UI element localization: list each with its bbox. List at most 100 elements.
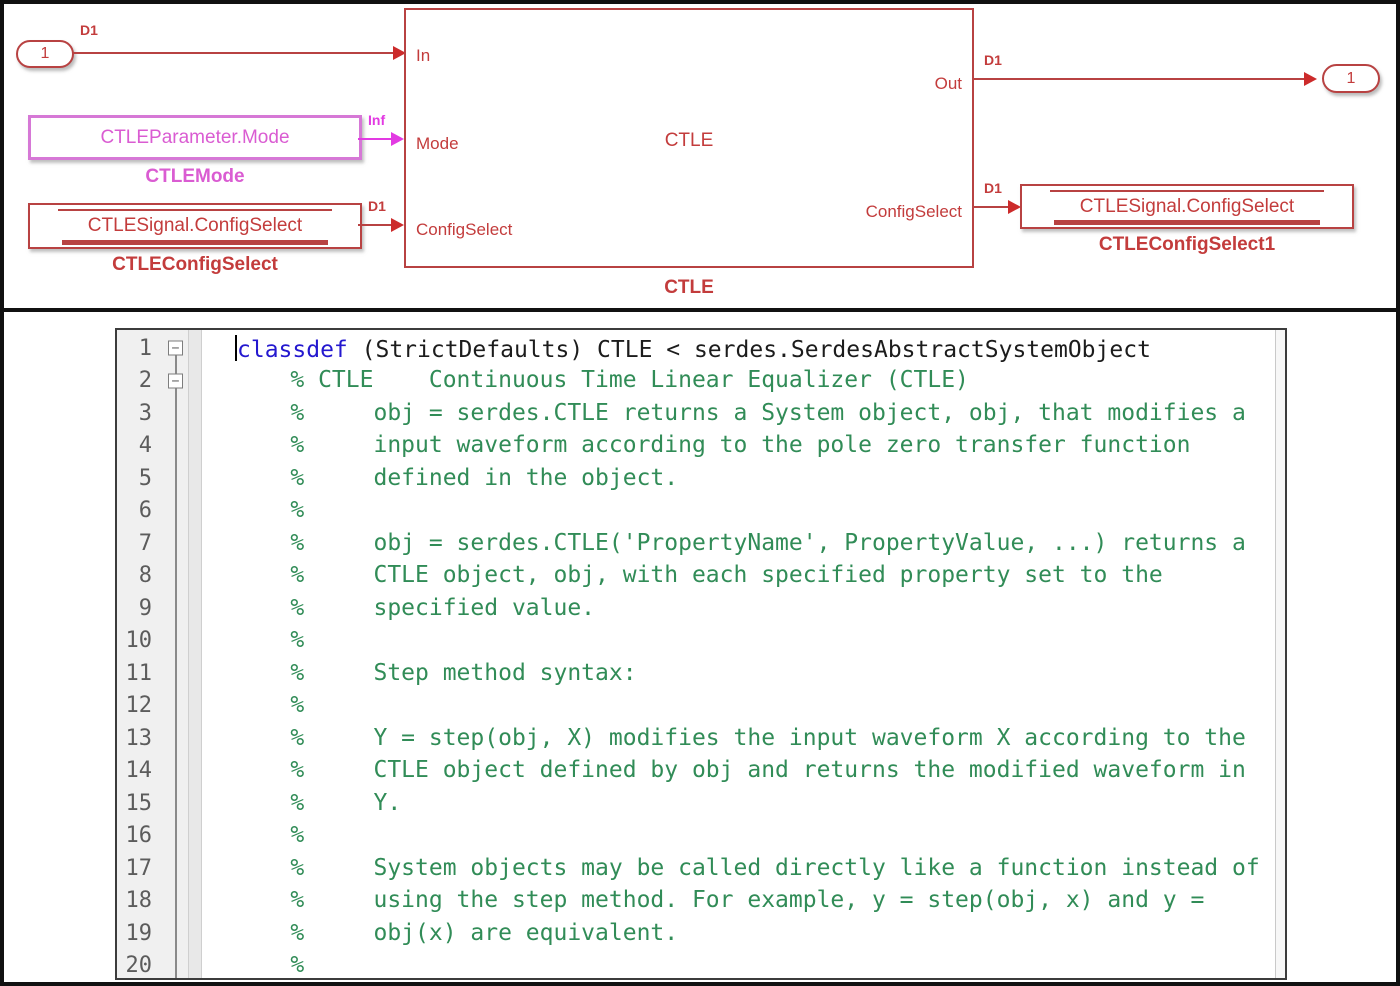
code-text: % Step method syntax: [235, 659, 637, 686]
fold-column [162, 820, 202, 853]
signal-label-config-in: D1 [368, 198, 386, 214]
fold-column [162, 657, 202, 690]
code-line[interactable]: 7 % obj = serdes.CTLE('PropertyName', Pr… [117, 527, 1275, 560]
code-line[interactable]: 17 % System objects may be called direct… [117, 852, 1275, 885]
editor-scrollbar[interactable] [1275, 330, 1285, 978]
line-number: 15 [125, 790, 153, 816]
ctle-config-select1-block[interactable]: CTLESignal.ConfigSelect [1020, 184, 1354, 229]
fold-column [162, 885, 202, 918]
port-label-out: Out [934, 74, 962, 93]
arrowhead-config-in-icon [391, 218, 404, 232]
ctle-parameter-mode-block[interactable]: CTLEParameter.Mode [28, 115, 362, 160]
config-select1-block-caption[interactable]: CTLEConfigSelect1 [1098, 234, 1276, 255]
signal-wire-out[interactable] [974, 78, 1310, 80]
config-select1-block-text: CTLESignal.ConfigSelect [1079, 195, 1295, 217]
signal-label-in: D1 [80, 22, 98, 38]
code-line[interactable]: 12 % [117, 690, 1275, 723]
config-select-block-caption[interactable]: CTLEConfigSelect [112, 254, 278, 275]
fold-scope-line [175, 348, 177, 978]
code-line[interactable]: 18 % using the step method. For example,… [117, 885, 1275, 918]
line-number: 12 [125, 693, 153, 719]
code-line[interactable]: 8 % CTLE object, obj, with each specifie… [117, 560, 1275, 593]
code-text: % CTLE object defined by obj and returns… [235, 757, 1246, 784]
code-text: % obj = serdes.CTLE('PropertyName', Prop… [235, 529, 1246, 556]
code-text: % [235, 952, 305, 979]
port-label-configselect-out: ConfigSelect [865, 202, 962, 221]
line-number: 13 [125, 725, 153, 751]
inport-block[interactable]: 1 [16, 40, 74, 68]
code-text: classdef (StrictDefaults) CTLE < serdes.… [235, 334, 1151, 363]
fold-column [162, 755, 202, 788]
code-body: 1− classdef (StrictDefaults) CTLE < serde… [117, 332, 1275, 979]
ctle-block-caption[interactable]: CTLE [664, 277, 714, 298]
fold-column: − [162, 332, 202, 365]
fold-column [162, 787, 202, 820]
line-number: 16 [125, 823, 153, 849]
code-line[interactable]: 20 % [117, 950, 1275, 979]
code-line[interactable]: 13 % Y = step(obj, X) modifies the input… [117, 722, 1275, 755]
code-line[interactable]: 1− classdef (StrictDefaults) CTLE < serde… [117, 332, 1275, 365]
line-number: 1 [138, 335, 152, 361]
line-number: 2 [138, 368, 152, 394]
ctle-block[interactable]: CTLE In Mode ConfigSelect Out ConfigSele… [404, 8, 974, 268]
code-line[interactable]: 6 % [117, 495, 1275, 528]
signal-label-mode: Inf [368, 112, 386, 128]
code-text: % [235, 627, 305, 654]
arrowhead-out-icon [1304, 72, 1317, 86]
matlab-editor[interactable]: 1− classdef (StrictDefaults) CTLE < serde… [115, 328, 1287, 980]
code-text: % specified value. [235, 594, 596, 621]
code-line[interactable]: 2− % CTLE Continuous Time Linear Equaliz… [117, 365, 1275, 398]
mode-block-caption[interactable]: CTLEMode [145, 166, 245, 187]
line-number: 8 [138, 563, 152, 589]
code-text: % [235, 692, 305, 719]
fold-column [162, 560, 202, 593]
code-line[interactable]: 9 % specified value. [117, 592, 1275, 625]
fold-column [162, 592, 202, 625]
outport-label: 1 [1346, 69, 1356, 87]
port-label-configselect-in: ConfigSelect [416, 220, 513, 239]
code-line[interactable]: 3 % obj = serdes.CTLE returns a System o… [117, 397, 1275, 430]
code-text: % Y. [235, 789, 402, 816]
outport-block[interactable]: 1 [1322, 64, 1380, 93]
code-line[interactable]: 4 % input waveform according to the pole… [117, 430, 1275, 463]
signal-label-out: D1 [984, 52, 1002, 68]
line-number: 7 [138, 530, 152, 556]
code-line[interactable]: 10 % [117, 625, 1275, 658]
fold-column [162, 527, 202, 560]
line-number: 20 [125, 953, 153, 979]
fold-column [162, 950, 202, 979]
code-text: % CTLE object, obj, with each specified … [235, 562, 1163, 589]
line-number: 9 [138, 595, 152, 621]
fold-collapse-icon[interactable]: − [168, 373, 183, 389]
code-line[interactable]: 11 % Step method syntax: [117, 657, 1275, 690]
fold-column [162, 462, 202, 495]
signal-wire-config-out[interactable] [974, 206, 1018, 208]
signal-wire-in[interactable] [72, 52, 400, 54]
signal-wire-mode[interactable] [358, 138, 396, 140]
fold-column [162, 495, 202, 528]
code-text: % System objects may be called directly … [235, 854, 1260, 881]
port-label-in: In [416, 46, 431, 65]
arrowhead-config-out-icon [1008, 200, 1021, 214]
code-text: % [235, 497, 305, 524]
signal-label-config-out: D1 [984, 180, 1002, 196]
fold-column [162, 430, 202, 463]
code-text: % using the step method. For example, y … [235, 887, 1205, 914]
code-text: % obj(x) are equivalent. [235, 919, 679, 946]
code-text: % CTLE Continuous Time Linear Equalizer … [235, 367, 969, 394]
signal-wire-config-in[interactable] [358, 224, 396, 226]
ctle-config-select-block[interactable]: CTLESignal.ConfigSelect [28, 203, 362, 249]
code-text: % obj = serdes.CTLE returns a System obj… [235, 399, 1246, 426]
code-line[interactable]: 5 % defined in the object. [117, 462, 1275, 495]
code-line[interactable]: 19 % obj(x) are equivalent. [117, 917, 1275, 950]
line-number: 6 [138, 498, 152, 524]
code-line[interactable]: 15 % Y. [117, 787, 1275, 820]
fold-column [162, 852, 202, 885]
line-number: 5 [138, 465, 152, 491]
code-line[interactable]: 16 % [117, 820, 1275, 853]
code-line[interactable]: 14 % CTLE object defined by obj and retu… [117, 755, 1275, 788]
text-caret [235, 334, 237, 361]
fold-collapse-icon[interactable]: − [168, 340, 183, 356]
port-label-mode: Mode [416, 134, 459, 153]
